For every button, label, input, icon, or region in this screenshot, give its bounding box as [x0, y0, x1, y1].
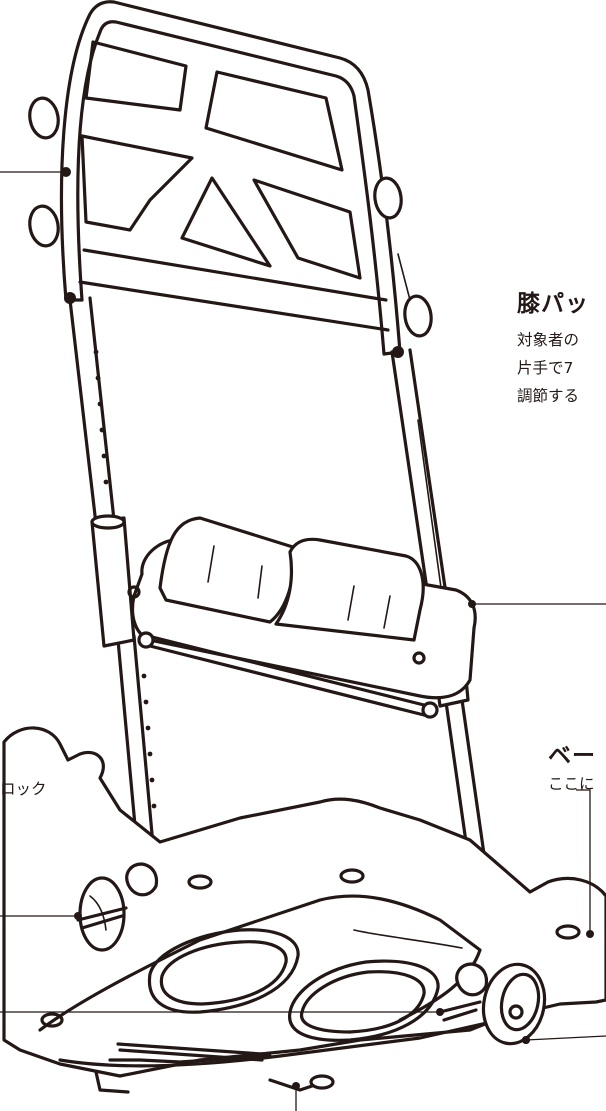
- knee-pad-title: 膝パッ: [517, 291, 589, 317]
- knee-pad-desc-line-1: 対象者の: [517, 331, 580, 349]
- left-height-holes: [93, 349, 157, 809]
- right-wheel: [481, 962, 547, 1046]
- foot-pads: [147, 928, 440, 1042]
- lock-knobs: [76, 862, 489, 1022]
- lock-label: ロック: [0, 780, 47, 798]
- left-upright: [68, 296, 158, 882]
- handle-frame: [59, 0, 411, 356]
- knee-pad-desc-line-2: 片手で7: [517, 359, 574, 377]
- base-desc-line-1: ここに: [548, 775, 595, 793]
- knee-pad-desc-line-3: 調節する: [517, 387, 580, 405]
- base-title: ベー: [548, 743, 596, 769]
- knee-pad: [127, 516, 477, 700]
- callout-leaders: [0, 168, 606, 1111]
- base-plate: [2, 726, 606, 1094]
- cross-rod: [137, 631, 439, 719]
